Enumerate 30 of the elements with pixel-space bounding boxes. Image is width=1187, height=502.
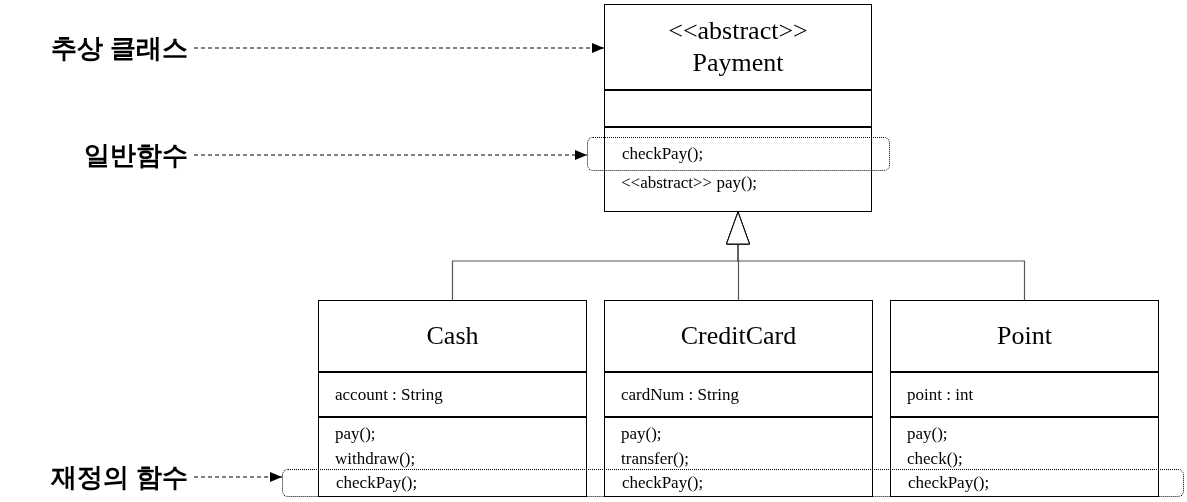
dashed-arrow xyxy=(193,472,283,482)
method-text: transfer(); xyxy=(621,448,690,470)
method-text: check(); xyxy=(907,448,964,470)
attribute-text: account : String xyxy=(335,383,444,406)
class-name: Cash xyxy=(426,320,479,352)
method-text: checkPay(); xyxy=(622,143,704,165)
annotation-label: 추상 클래스 xyxy=(8,30,188,66)
class-name: Point xyxy=(997,320,1052,352)
method-text: <<abstract>> pay(); xyxy=(621,172,759,194)
annotation-label: 일반함수 xyxy=(40,137,188,173)
class-box xyxy=(604,300,873,497)
class-box xyxy=(318,300,587,497)
dashed-arrow xyxy=(193,150,588,160)
class-box xyxy=(890,300,1159,497)
method-text: checkPay(); xyxy=(908,472,990,494)
attribute-text: cardNum : String xyxy=(621,383,741,406)
method-text: pay(); xyxy=(335,423,377,445)
attribute-text: point : int xyxy=(907,383,975,406)
annotation-label: 재정의 함수 xyxy=(8,459,188,495)
method-text: checkPay(); xyxy=(622,472,704,494)
class-name: Payment xyxy=(692,47,784,79)
class-name: <<abstract>> xyxy=(668,15,808,47)
method-text: checkPay(); xyxy=(336,472,418,494)
method-text: withdraw(); xyxy=(335,448,417,470)
method-text: pay(); xyxy=(907,423,949,445)
method-text: pay(); xyxy=(621,423,663,445)
class-box xyxy=(604,4,872,212)
dashed-arrow xyxy=(193,43,605,53)
inheritance-arrow xyxy=(726,211,1026,301)
class-name: CreditCard xyxy=(680,320,797,352)
